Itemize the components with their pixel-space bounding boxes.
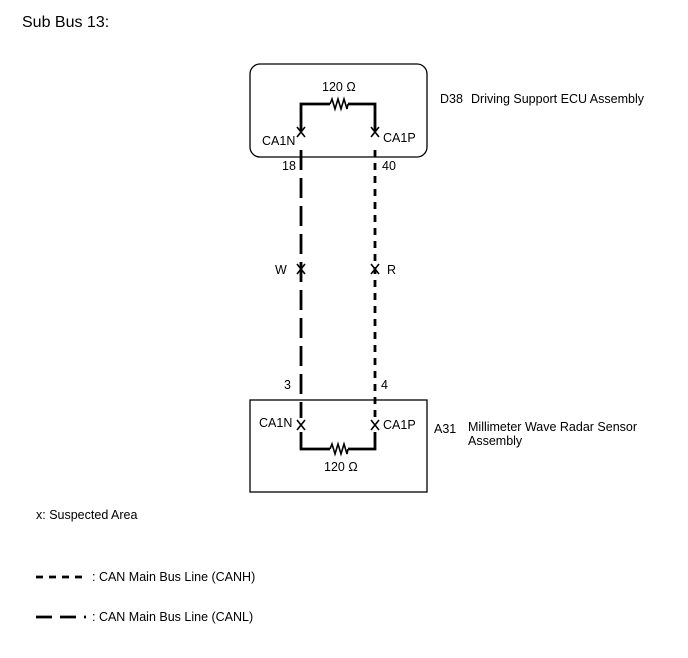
top-left-terminal: CA1N	[262, 134, 295, 148]
page-title: Sub Bus 13:	[22, 14, 109, 31]
bottom-resistor-symbol	[329, 441, 349, 457]
right-wire-color: R	[387, 263, 396, 277]
bottom-circuit-left	[299, 432, 330, 451]
top-left-pin: 18	[282, 159, 296, 173]
top-right-pin: 40	[382, 159, 396, 173]
bottom-left-pin: 3	[284, 378, 291, 392]
top-resistor-label: 120 Ω	[322, 80, 356, 94]
marker-top-left	[296, 126, 306, 138]
legend-canl-label: : CAN Main Bus Line (CANL)	[92, 610, 253, 624]
bottom-right-terminal: CA1P	[383, 418, 416, 432]
top-circuit-right	[348, 102, 377, 131]
bottom-ecu-name-line2: Assembly	[468, 434, 523, 448]
suspected-area-markers	[296, 126, 380, 431]
legend-canh-label: : CAN Main Bus Line (CANH)	[92, 570, 255, 584]
bottom-circuit-right	[348, 432, 377, 451]
bottom-right-pin: 4	[381, 378, 388, 392]
marker-bottom-left	[296, 419, 306, 431]
bottom-ecu-name-line1: Millimeter Wave Radar Sensor	[468, 420, 637, 434]
top-ecu-code: D38	[440, 92, 463, 106]
driving-support-ecu-box	[249, 63, 428, 158]
marker-top-right	[370, 126, 380, 138]
marker-mid-right	[370, 263, 380, 275]
marker-mid-left	[296, 263, 306, 275]
radar-sensor-box	[249, 399, 428, 493]
bottom-resistor-label: 120 Ω	[324, 460, 358, 474]
top-right-terminal: CA1P	[383, 131, 416, 145]
top-ecu-name: Driving Support ECU Assembly	[471, 92, 645, 106]
legend-suspected-area: x: Suspected Area	[36, 508, 138, 522]
left-wire-color: W	[275, 263, 287, 277]
top-resistor-symbol	[329, 96, 349, 112]
marker-bottom-right	[370, 419, 380, 431]
top-circuit-left	[299, 102, 330, 131]
bottom-ecu-code: A31	[434, 422, 456, 436]
bottom-left-terminal: CA1N	[259, 416, 292, 430]
